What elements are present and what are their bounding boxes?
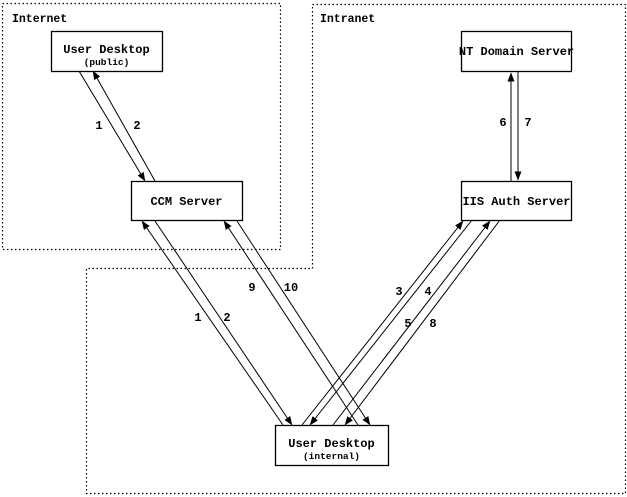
- node-user-desktop-public: User Desktop (public): [50, 30, 164, 73]
- user-desktop-public-subtitle: (public): [84, 57, 130, 68]
- edge-label-4: 4: [424, 285, 431, 299]
- edge-line-5-internal-to-iis: [332, 220, 491, 426]
- edge-label-1-internal: 1: [194, 311, 201, 325]
- node-user-desktop-internal: User Desktop (internal): [274, 424, 390, 467]
- internet-zone-label: Internet: [12, 13, 67, 26]
- edge-line-8-iis-to-internal: [344, 219, 501, 426]
- intranet-zone-label: Intranet: [320, 13, 375, 26]
- intranet-zone-border: [85, 3, 627, 495]
- edge-label-9: 9: [248, 281, 255, 295]
- edge-line-10-ccm-to-internal: [236, 220, 371, 426]
- edge-line-1-public-to-ccm: [78, 70, 146, 182]
- nt-domain-server-title: NT Domain Server: [459, 45, 574, 59]
- edge-line-4-iis-to-internal: [309, 219, 473, 426]
- edge-label-3: 3: [395, 285, 402, 299]
- edge-label-6: 6: [499, 116, 506, 130]
- nt-domain-server-box: [460, 30, 573, 73]
- user-desktop-internal-subtitle: (internal): [303, 451, 360, 462]
- user-desktop-internal-box: [274, 424, 390, 467]
- iis-auth-server-box: [460, 180, 573, 222]
- node-nt-domain-server: NT Domain Server: [459, 30, 574, 73]
- user-desktop-public-box: [50, 30, 164, 73]
- edge-line-1-internal-to-ccm: [141, 220, 284, 426]
- edge-label-7: 7: [524, 116, 531, 130]
- ccm-server-title: CCM Server: [150, 195, 222, 209]
- edge-label-2-public: 2: [133, 119, 140, 133]
- edge-line-9-internal-to-ccm: [223, 220, 359, 426]
- edge-label-2-internal: 2: [223, 311, 230, 325]
- node-ccm-server: CCM Server: [130, 180, 244, 222]
- edge-label-10: 10: [284, 281, 298, 295]
- edge-line-2-ccm-to-internal: [154, 220, 293, 426]
- user-desktop-public-title: User Desktop: [63, 43, 149, 57]
- edge-label-8: 8: [429, 317, 436, 331]
- edge-line-2-ccm-to-public: [92, 70, 156, 182]
- ccm-server-box: [130, 180, 244, 222]
- iis-auth-server-title: IIS Auth Server: [462, 195, 570, 209]
- user-desktop-internal-title: User Desktop: [288, 437, 374, 451]
- edge-label-1-public: 1: [95, 119, 102, 133]
- edge-line-3-internal-to-iis: [301, 220, 464, 426]
- internet-zone-border: [1, 2, 282, 251]
- node-iis-auth-server: IIS Auth Server: [460, 180, 573, 222]
- edge-label-5: 5: [404, 317, 411, 331]
